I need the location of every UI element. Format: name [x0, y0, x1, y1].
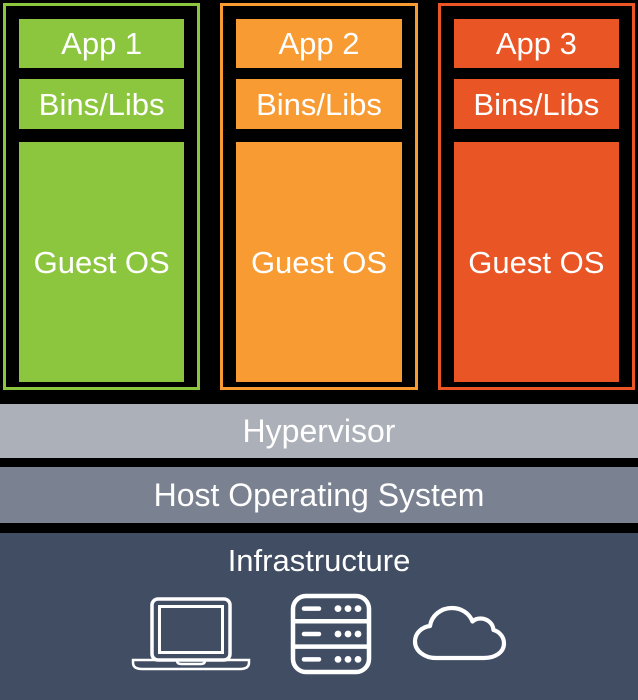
app-label-2: App 2 — [278, 26, 360, 61]
bins-libs-box-2: Bins/Libs — [236, 79, 402, 129]
infrastructure-icons — [130, 593, 508, 675]
bins-libs-label-1: Bins/Libs — [38, 86, 165, 122]
app-box-2: App 2 — [236, 19, 402, 68]
app-label-1: App 1 — [61, 26, 143, 61]
bins-libs-box-1: Bins/Libs — [19, 79, 185, 129]
app-box-1: App 1 — [19, 19, 185, 68]
hypervisor-label: Hypervisor — [242, 413, 396, 449]
cloud-icon — [410, 602, 508, 666]
app-box-3: App 3 — [453, 19, 619, 68]
guest-os-label-2: Guest OS — [250, 244, 388, 280]
bins-libs-label-2: Bins/Libs — [256, 86, 382, 122]
infrastructure-label: Infrastructure — [227, 543, 411, 578]
server-rack-icon — [290, 593, 372, 675]
hypervisor-layer: Hypervisor — [0, 404, 638, 458]
guest-os-box-2: Guest OS — [236, 142, 402, 382]
guest-os-label-1: Guest OS — [33, 244, 170, 280]
app-label-3: App 3 — [495, 26, 577, 61]
bins-libs-box-3: Bins/Libs — [453, 79, 619, 129]
infrastructure-layer: Infrastructure — [0, 533, 638, 700]
host-os-layer: Host Operating System — [0, 467, 638, 523]
vm-column-1: App 1 Bins/Libs Guest OS — [3, 3, 201, 390]
vm-column-2: App 2 Bins/Libs Guest OS — [220, 3, 418, 390]
guest-os-label-3: Guest OS — [468, 244, 605, 280]
bins-libs-label-3: Bins/Libs — [473, 86, 600, 122]
guest-os-box-1: Guest OS — [19, 142, 185, 382]
vm-column-3: App 3 Bins/Libs Guest OS — [437, 3, 635, 390]
host-os-label: Host Operating System — [153, 477, 485, 513]
laptop-icon — [130, 596, 252, 672]
guest-os-box-3: Guest OS — [453, 142, 619, 382]
vm-section: App 1 Bins/Libs Guest OS App 2 Bins/Libs… — [3, 3, 635, 390]
